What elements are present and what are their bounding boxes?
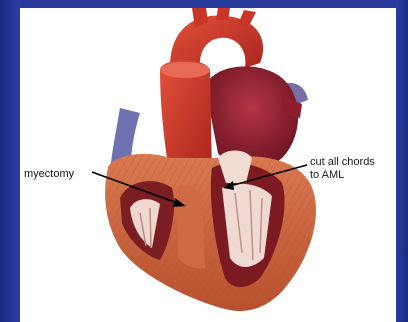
left-atrium [205,66,298,168]
annotation-cut-chords: cut all chords to AML [310,156,396,182]
arch-branch-2 [216,8,230,20]
slide-border-left [0,0,20,322]
annotation-myectomy: myectomy [24,168,74,181]
slide-border-right [396,0,408,322]
annotation-chords-line1: cut all chords [310,156,375,168]
annotation-chords-line2: to AML [310,169,344,181]
illustration-panel: myectomy cut all chords to AML [20,8,396,322]
